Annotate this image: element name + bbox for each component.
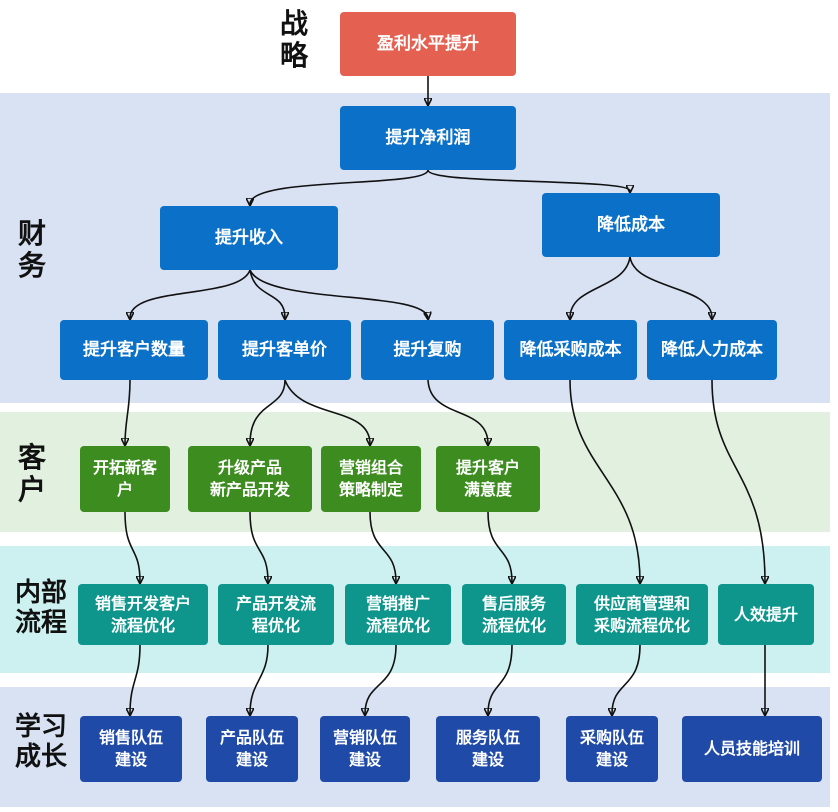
node-new-cust: 开拓新客 户 (80, 446, 170, 512)
node-raise-revenue: 提升收入 (160, 206, 338, 270)
edge-upgrade-prodproc (249, 511, 268, 582)
edge-mkt-promo (369, 511, 396, 582)
edge-netprofit-cost (427, 169, 630, 191)
label-learning: 学习 成长 (14, 712, 67, 772)
node-labor-cost: 降低人力成本 (647, 320, 777, 380)
node-mkt-combo: 营销组合 策略制定 (321, 446, 421, 512)
edge-promo-mktteam (365, 644, 397, 714)
edge-laborcost-efficiency (711, 379, 765, 582)
node-satisfaction: 提升客户 满意度 (436, 446, 540, 512)
edge-revenue-unitprice (249, 269, 285, 318)
node-promo-proc: 营销推广 流程优化 (345, 584, 451, 645)
edge-custcount-newcust (125, 379, 131, 444)
edge-netprofit-revenue (250, 169, 429, 204)
label-strategy: 战 略 (279, 7, 308, 72)
node-upgrade-prod: 升级产品 新产品开发 (188, 446, 312, 512)
node-goal: 盈利水平提升 (340, 12, 516, 76)
node-prod-team: 产品队伍 建设 (206, 716, 298, 782)
edge-service-serviceteam (488, 644, 513, 714)
node-supply-proc: 供应商管理和 采购流程优化 (576, 584, 708, 645)
label-customer: 客 户 (17, 441, 46, 506)
node-efficiency: 人效提升 (718, 584, 814, 645)
edge-satisfaction-service (487, 511, 512, 582)
edge-purchasecost-supply (569, 379, 640, 582)
node-unit-price: 提升客单价 (218, 320, 351, 380)
node-sales-proc: 销售开发客户 流程优化 (78, 584, 208, 645)
node-service-team: 服务队伍 建设 (436, 716, 540, 782)
edge-newcust-sales (124, 511, 140, 582)
node-repurchase: 提升复购 (361, 320, 494, 380)
edge-unitprice-upgrade (250, 379, 286, 444)
edge-sales-salesteam (130, 644, 141, 714)
node-skills-training: 人员技能培训 (682, 716, 822, 782)
node-cust-count: 提升客户数量 (60, 320, 208, 380)
node-lower-cost: 降低成本 (542, 193, 720, 257)
node-purchase-cost: 降低采购成本 (504, 320, 637, 380)
edge-supply-purchaseteam (612, 644, 641, 714)
node-prod-proc: 产品开发流 程优化 (218, 584, 334, 645)
edge-revenue-repurchase (249, 269, 428, 318)
node-service-proc: 售后服务 流程优化 (462, 584, 566, 645)
node-net-profit: 提升净利润 (340, 106, 516, 170)
edge-revenue-custcount (130, 269, 251, 318)
node-sales-team: 销售队伍 建设 (80, 716, 182, 782)
label-finance: 财 务 (17, 217, 46, 282)
edge-unitprice-mkt (284, 379, 370, 444)
node-mkt-team: 营销队伍 建设 (320, 716, 410, 782)
edge-prodproc-prodteam (250, 644, 269, 714)
edge-cost-purchase (570, 256, 631, 318)
label-process: 内部 流程 (14, 578, 67, 638)
node-purchase-team: 采购队伍 建设 (566, 716, 658, 782)
edge-repurchase-satisfaction (427, 379, 488, 444)
edge-cost-labor (629, 256, 712, 318)
